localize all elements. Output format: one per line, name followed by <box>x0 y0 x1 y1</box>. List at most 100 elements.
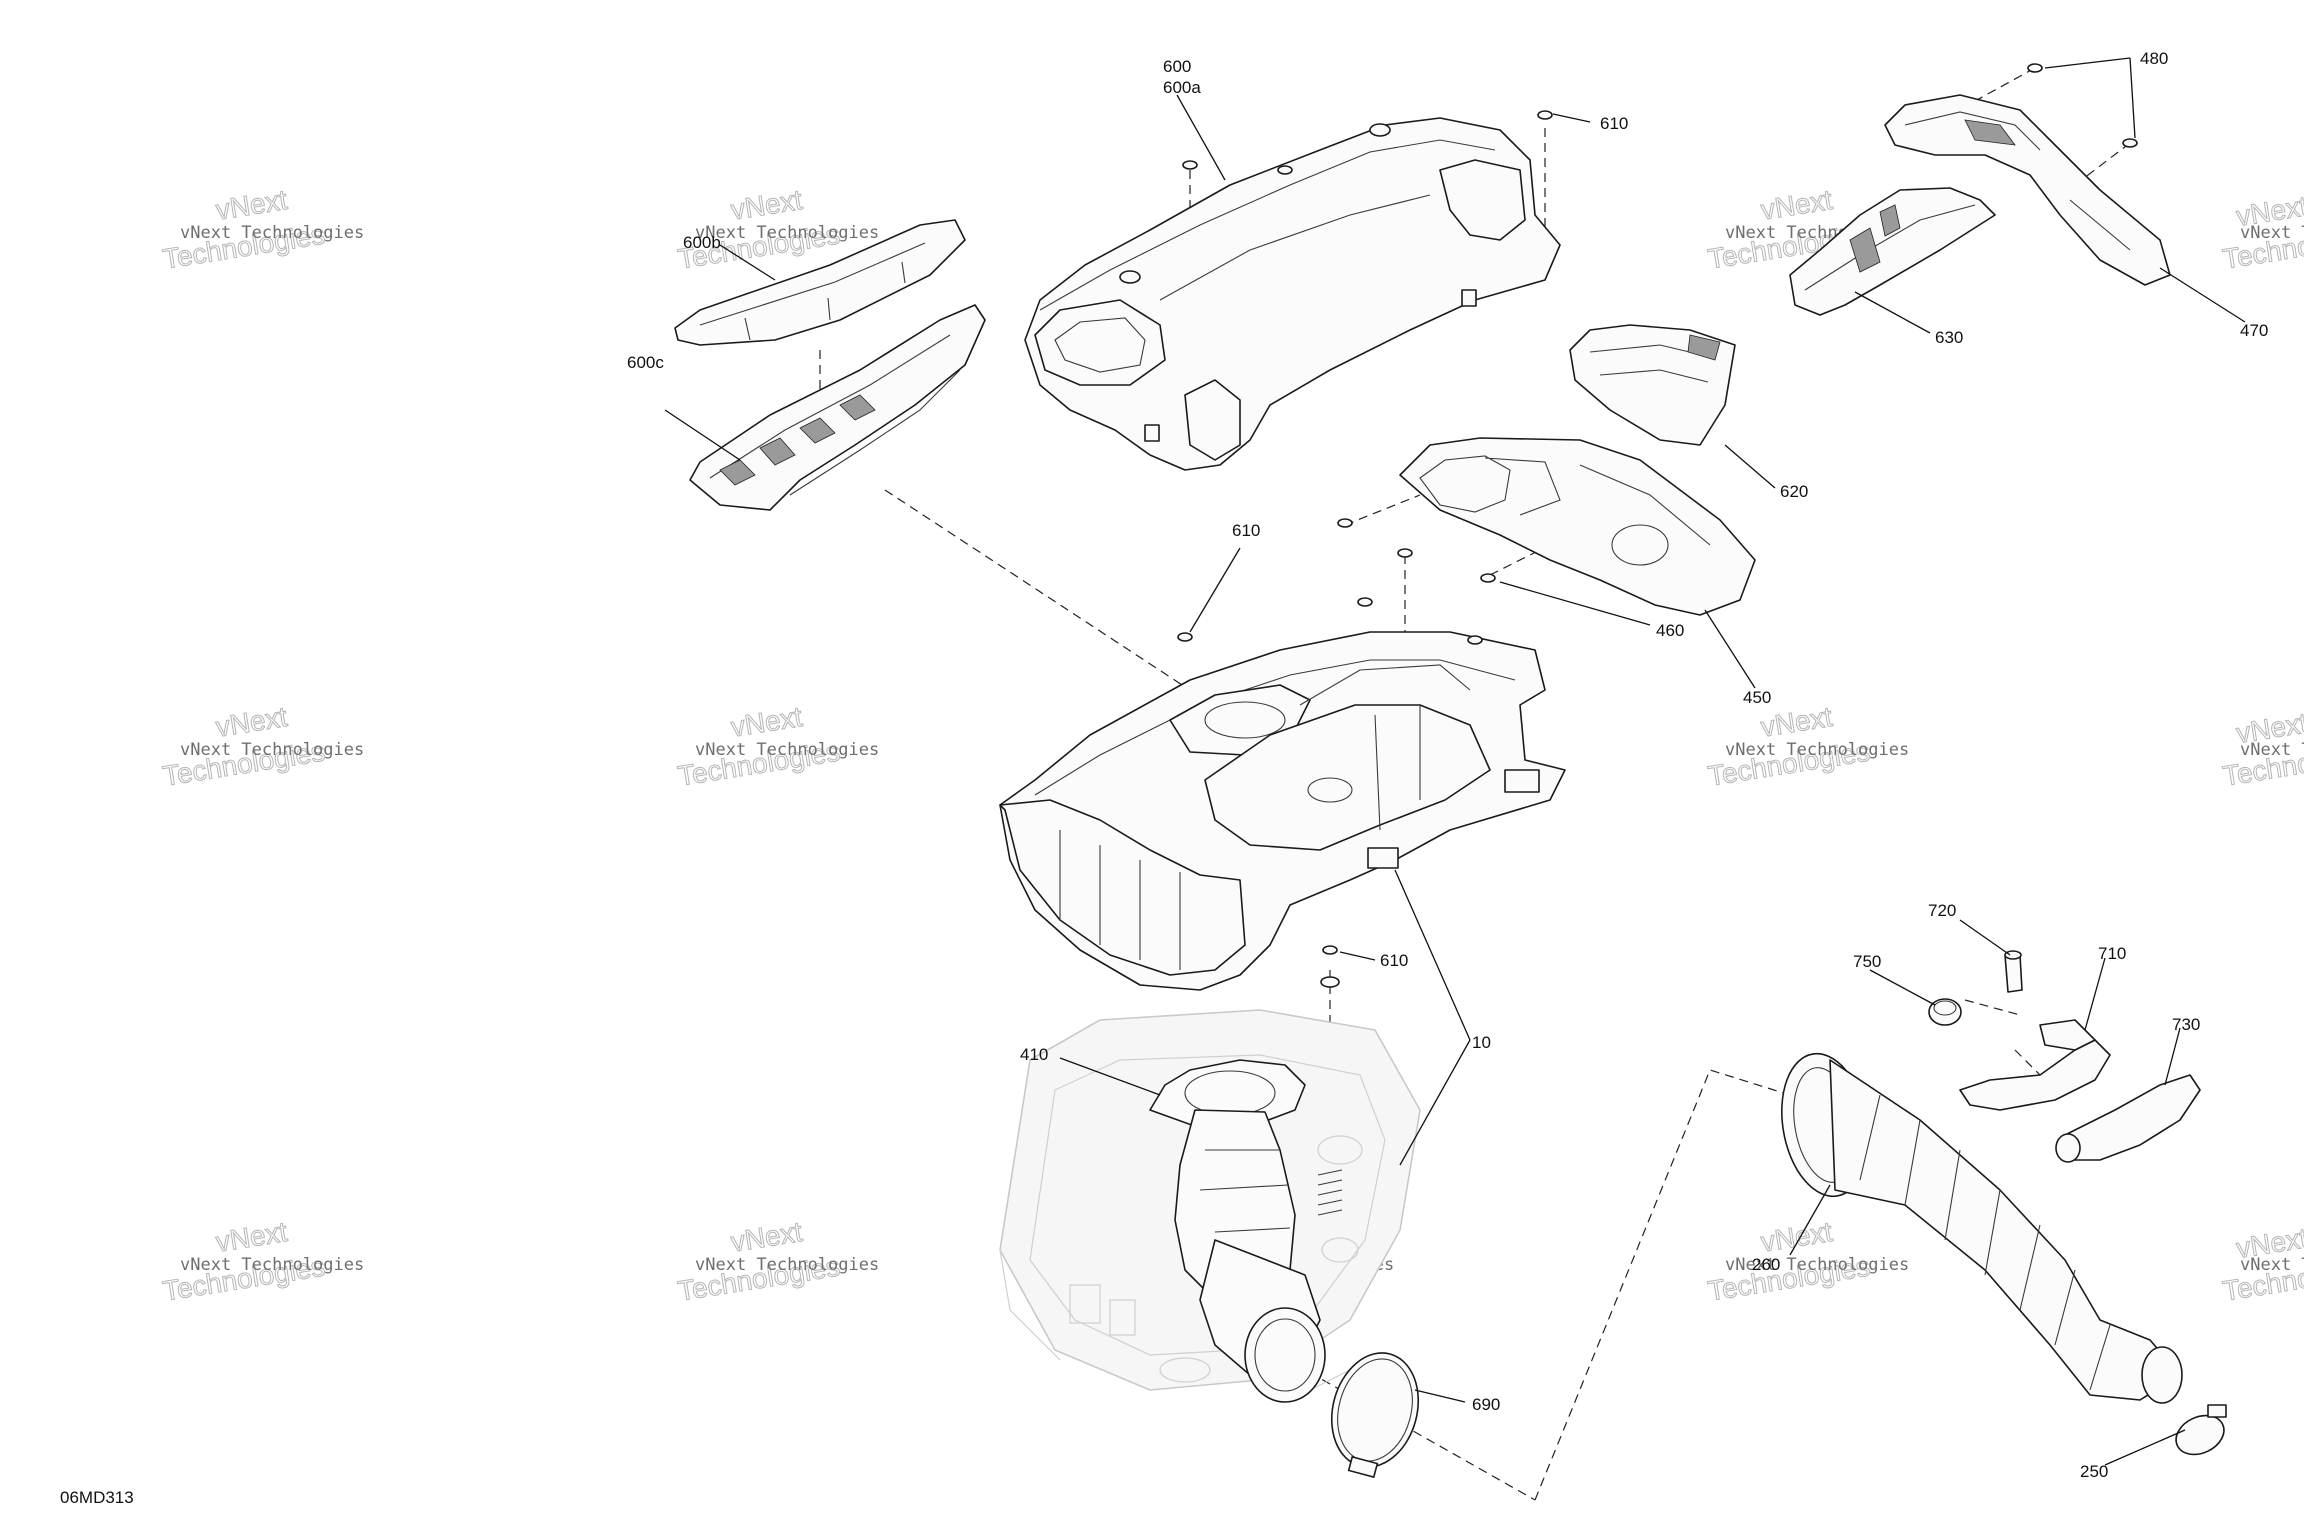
cover-rear-cap <box>1439 159 1526 241</box>
clamp-screw-housing <box>1347 1456 1379 1478</box>
diagram-code: 06MD313 <box>60 1488 134 1507</box>
base-front-wall <box>999 799 1246 976</box>
watermark-text: vNext Technologies <box>695 740 879 760</box>
watermark-text: vNext Technologies <box>695 223 879 243</box>
snorkel-body <box>1789 187 1996 316</box>
leader-620 <box>1724 444 1776 489</box>
screw-icon <box>1357 597 1373 607</box>
watermark-text: vNext Technologies <box>1725 740 1909 760</box>
watermark-text: vNext <box>214 1216 290 1258</box>
watermark-tile: Technologies vNext vNext Technologies <box>675 1215 879 1307</box>
base-front-ribs <box>1059 830 1181 970</box>
part-750-cap <box>1928 998 1962 1026</box>
part-730-hose <box>2055 1074 2201 1163</box>
leader-260 <box>1789 1184 1831 1256</box>
tube-elbow <box>2039 1019 2096 1051</box>
callout-labels: 600 600a 600b 600c 610 610 610 480 470 6… <box>627 49 2268 1481</box>
part-710-tube <box>1959 1019 2111 1111</box>
watermark-text: vNext Technologies <box>180 1255 364 1275</box>
cover-grommet <box>1369 123 1391 137</box>
screw-icon <box>2027 63 2043 73</box>
base-mount-tab <box>1504 769 1540 793</box>
filter-frame-rails <box>709 334 961 496</box>
leader-410 <box>1059 1057 1161 1096</box>
part-620-small-duct <box>1569 324 1736 446</box>
watermark-text: vNext <box>729 1216 805 1258</box>
screw-icon <box>2122 138 2138 148</box>
assembly-line <box>1344 494 1421 526</box>
leader-480b <box>2129 57 2136 139</box>
watermark-text: vNext <box>1759 1216 1835 1258</box>
part-690-clamp <box>1330 1352 1420 1478</box>
side-panel-rib <box>1579 464 1711 546</box>
screw-icon <box>1537 110 1553 120</box>
callout-610-low: 610 <box>1380 951 1408 970</box>
filter-top-lines <box>699 242 926 341</box>
cover-clip <box>1461 289 1477 307</box>
ghost-boss <box>1321 1237 1359 1263</box>
part-10-airbox-base <box>999 631 1566 991</box>
fastener-610-low <box>1317 945 1343 1216</box>
outlet-clamp-band <box>2175 1414 2225 1456</box>
base-center-well <box>1204 704 1491 851</box>
part-600c-filter-frame <box>689 304 986 511</box>
side-panel-windows <box>1419 455 1561 516</box>
filter-frame-body <box>689 304 986 511</box>
leader-610-top <box>1552 113 1591 123</box>
part-470-side-guard <box>1884 94 2171 286</box>
callout-610-mid: 610 <box>1232 521 1260 540</box>
guard-lines <box>1904 111 2131 251</box>
watermark-text: vNext Technologies <box>695 1255 879 1275</box>
cover-top-ridge <box>1039 139 1496 311</box>
snorkel-lines <box>1804 204 1976 291</box>
leader-630 <box>1854 291 1931 334</box>
screw-icon <box>1480 573 1496 583</box>
snorkel-grip <box>1849 204 1901 273</box>
assembly-line <box>1534 1069 1791 1501</box>
filter-frame-cells <box>719 394 876 486</box>
nipple-body <box>2004 954 2023 993</box>
side-panel-body <box>1399 437 1756 616</box>
leader-610-mid <box>1189 547 1241 633</box>
callout-410: 410 <box>1020 1045 1048 1064</box>
callout-600c: 600c <box>627 353 664 372</box>
base-rib-lines <box>1299 664 1471 831</box>
spring-coil <box>1317 1169 1343 1216</box>
hose-ribs <box>1859 1094 2111 1391</box>
watermark-tile: Technologies vNext vNext Technologies <box>160 700 364 792</box>
cover-intake-inner <box>1054 317 1146 373</box>
watermark-text: vNext Technologies <box>180 740 364 760</box>
part-410-intake-duct <box>1149 1059 1326 1403</box>
watermark-text: vNext Technologies <box>1725 1255 1909 1275</box>
part-600-airbox-cover <box>1024 117 1561 471</box>
leader-450 <box>1704 609 1756 689</box>
leader-600 <box>1176 94 1226 181</box>
ghost-rib <box>1109 1299 1136 1336</box>
assembly-line <box>1964 999 2021 1016</box>
assembly-line <box>2074 142 2131 186</box>
leader-470 <box>2159 267 2246 323</box>
duct-ribs <box>1199 1149 1291 1233</box>
duct-outlet-ring <box>1244 1307 1326 1403</box>
watermark-tile: Technologies vNext vNext Technologies <box>1705 1215 1909 1307</box>
leader-250 <box>2104 1429 2186 1466</box>
part-450-side-panel <box>1399 437 1756 616</box>
screw-icon <box>1182 160 1198 170</box>
callout-610-top: 610 <box>1600 114 1628 133</box>
watermark-tile: Technologies vNext vNext Technologies <box>1705 700 1909 792</box>
assembly-line <box>884 489 1206 701</box>
callout-630: 630 <box>1935 328 1963 347</box>
leader-600b <box>719 244 776 281</box>
watermark-text: vNext Technologies <box>2240 223 2304 243</box>
leader-480 <box>2044 57 2131 69</box>
callout-600: 600 <box>1163 57 1191 76</box>
leader-lines <box>664 57 2246 1466</box>
leader-610-low <box>1339 951 1376 961</box>
ghost-housing-inner <box>1029 1054 1386 1356</box>
part-250-clamp <box>2175 1404 2227 1456</box>
watermark-text: vNext <box>729 184 805 226</box>
leader-690 <box>1414 1389 1466 1403</box>
cover-mid-line <box>1159 194 1431 301</box>
